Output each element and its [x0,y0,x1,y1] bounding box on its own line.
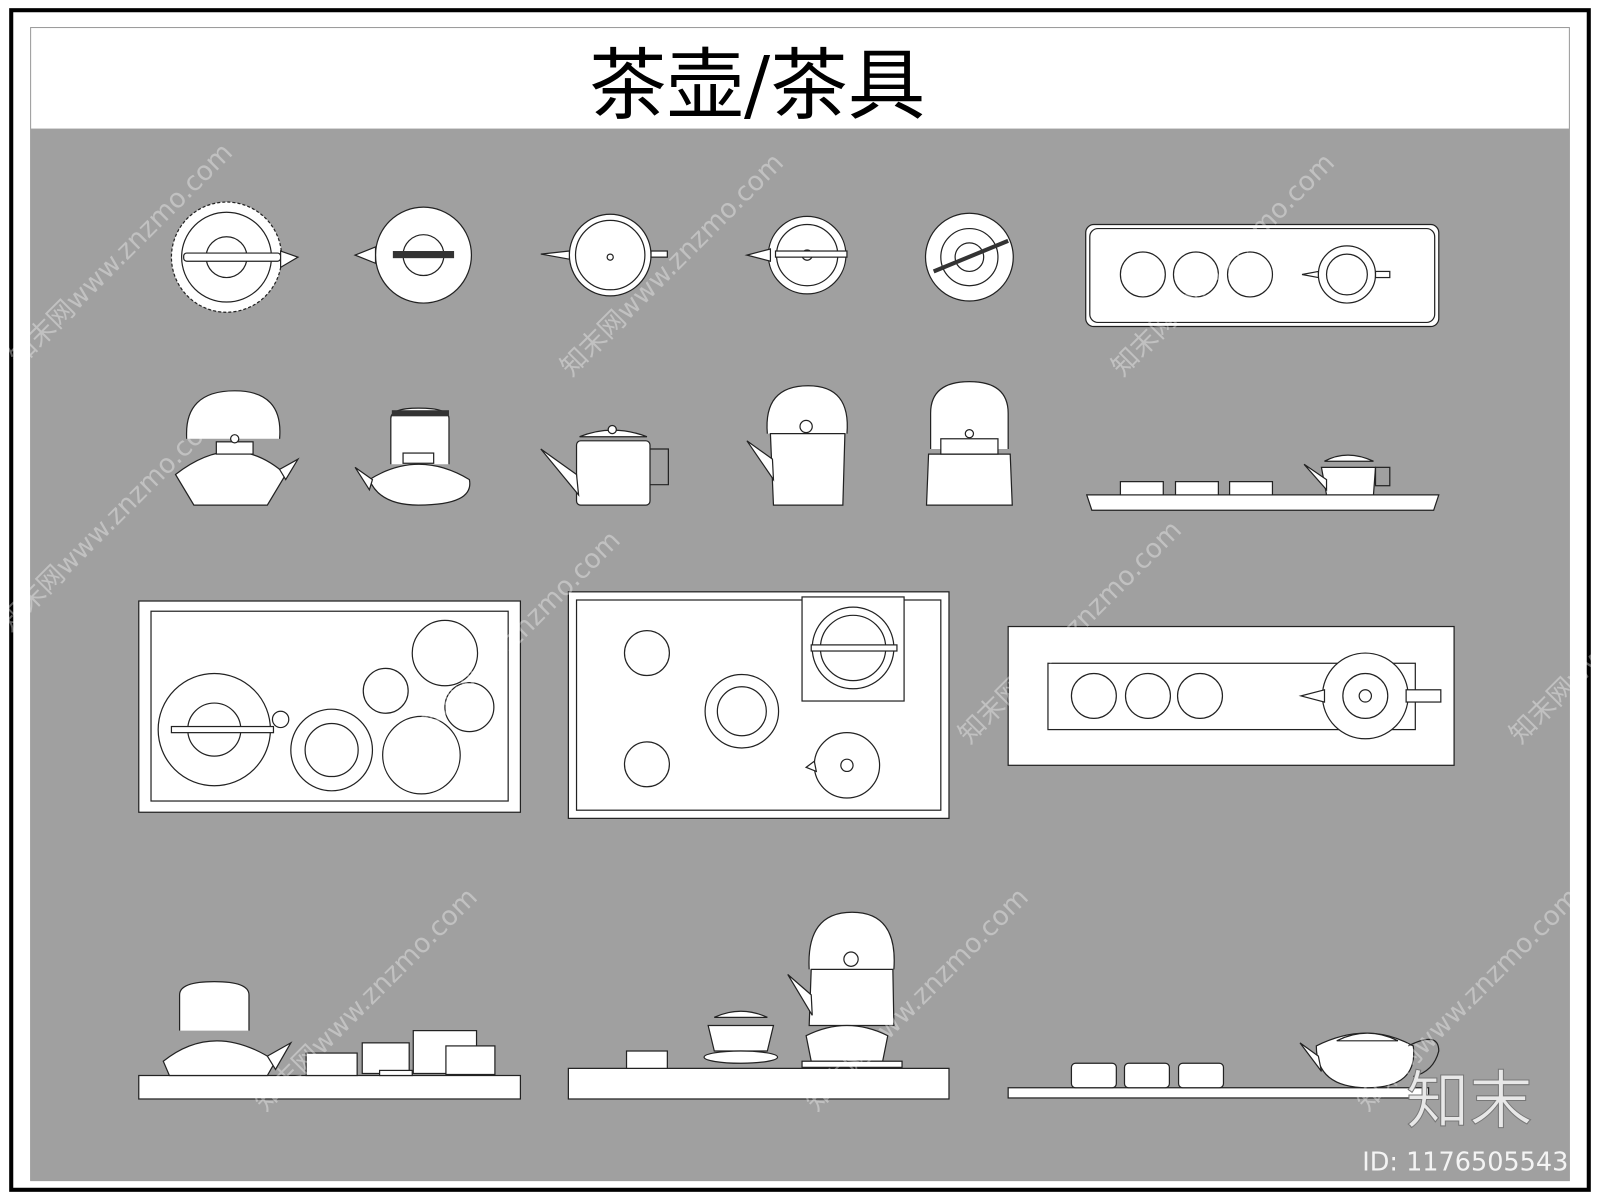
logo: 知末 [1406,1063,1533,1137]
tea-set-elevation-2 [567,911,950,1100]
teapot-elevation-3 [540,424,669,506]
teapot-top-view-4 [744,215,848,295]
kettle-elevation-4 [746,385,848,506]
id-label: ID: 1176505543 [1362,1147,1568,1177]
tea-set-elevation-1 [138,981,522,1100]
page-title: 茶壶/茶具 [589,41,925,131]
teapot-elevation-1 [174,390,300,506]
kettle-elevation-5 [925,381,1013,506]
teapot-top-view-3 [540,213,668,297]
tea-set-elevation-3 [1007,1032,1440,1099]
teapot-top-view-1 [170,201,300,313]
outer-border [9,8,1591,1192]
tea-tray-plan-2 [567,591,950,819]
tea-tray-elevation [1085,454,1440,511]
teapot-elevation-2 [354,407,471,506]
teapot-top-view-2 [353,206,473,304]
teapot-top-view-5 [924,212,1014,302]
tea-tray-plan-3 [1007,625,1455,766]
tea-tray-top-view [1085,223,1440,328]
tea-tray-plan-1 [138,600,522,813]
